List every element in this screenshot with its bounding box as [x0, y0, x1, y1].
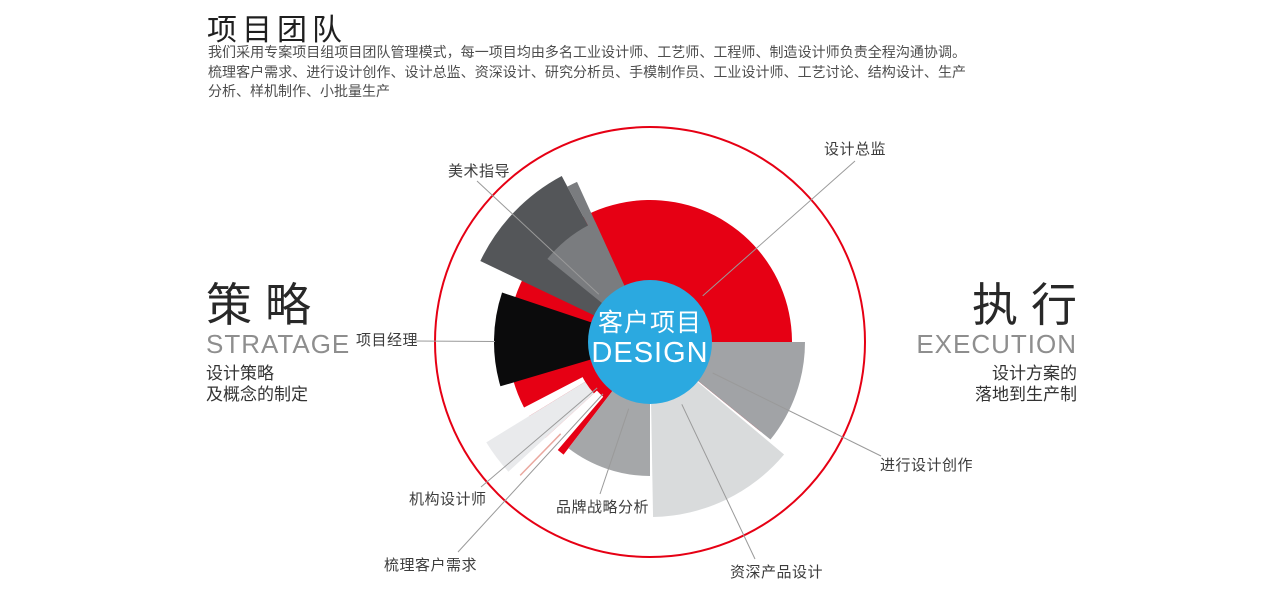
- hub-title: 客户项目: [598, 309, 702, 337]
- strategy-subtitle: STRATAGE: [206, 329, 351, 359]
- label-senior-product-design: 资深产品设计: [730, 564, 824, 581]
- leader-brand-strategy: [599, 408, 630, 495]
- page-title: 项目团队: [207, 14, 347, 47]
- outer-red-ring: [434, 126, 866, 558]
- execution-desc-line2: 落地到生产制: [975, 384, 1077, 404]
- label-mechanism-designer: 机构设计师: [409, 491, 487, 508]
- strategy-panel: 策略 STRATAGE 设计策略 及概念的制定: [206, 281, 350, 405]
- page-description: 我们采用专案项目组项目团队管理模式，每一项目均由多名工业设计师、工艺师、工程师、…: [208, 44, 966, 99]
- strategy-description: 设计策略 及概念的制定: [206, 364, 350, 405]
- strategy-title: 策略: [206, 279, 324, 331]
- label-combing-client-needs: 梳理客户需求: [384, 557, 478, 574]
- label-art-director: 美术指导: [448, 163, 511, 180]
- execution-subtitle: EXECUTION: [916, 329, 1077, 359]
- execution-panel: 执行 EXECUTION 设计方案的 落地到生产制: [916, 281, 1077, 405]
- strategy-desc-line2: 及概念的制定: [206, 384, 308, 404]
- hub-circle: [588, 280, 712, 404]
- execution-description: 设计方案的 落地到生产制: [916, 364, 1077, 405]
- execution-desc-line1: 设计方案的: [992, 364, 1077, 383]
- label-design-creation: 进行设计创作: [880, 457, 974, 474]
- execution-title: 执行: [972, 279, 1090, 331]
- wedge-project-manager: [493, 292, 650, 387]
- label-project-manager: 项目经理: [356, 332, 419, 349]
- leader-project-manager: [413, 340, 496, 342]
- leader-lines-layer: [413, 160, 882, 560]
- leader-mechanism-designer: [480, 387, 598, 488]
- strategy-desc-line1: 设计策略: [206, 364, 274, 383]
- leader-combing-client-needs: [457, 393, 604, 553]
- leader-design-director: [702, 160, 856, 297]
- leader-art-director: [476, 180, 600, 295]
- hub-subtitle: DESIGN: [591, 337, 708, 369]
- pink-hairline: [519, 433, 562, 476]
- white-gap-1: [468, 377, 586, 450]
- leader-senior-product-design: [681, 404, 756, 560]
- label-brand-strategy: 品牌战略分析: [556, 499, 650, 516]
- leader-design-creation: [712, 372, 882, 457]
- wedge-combing-client-needs: [486, 381, 594, 472]
- label-design-director: 设计总监: [824, 141, 887, 158]
